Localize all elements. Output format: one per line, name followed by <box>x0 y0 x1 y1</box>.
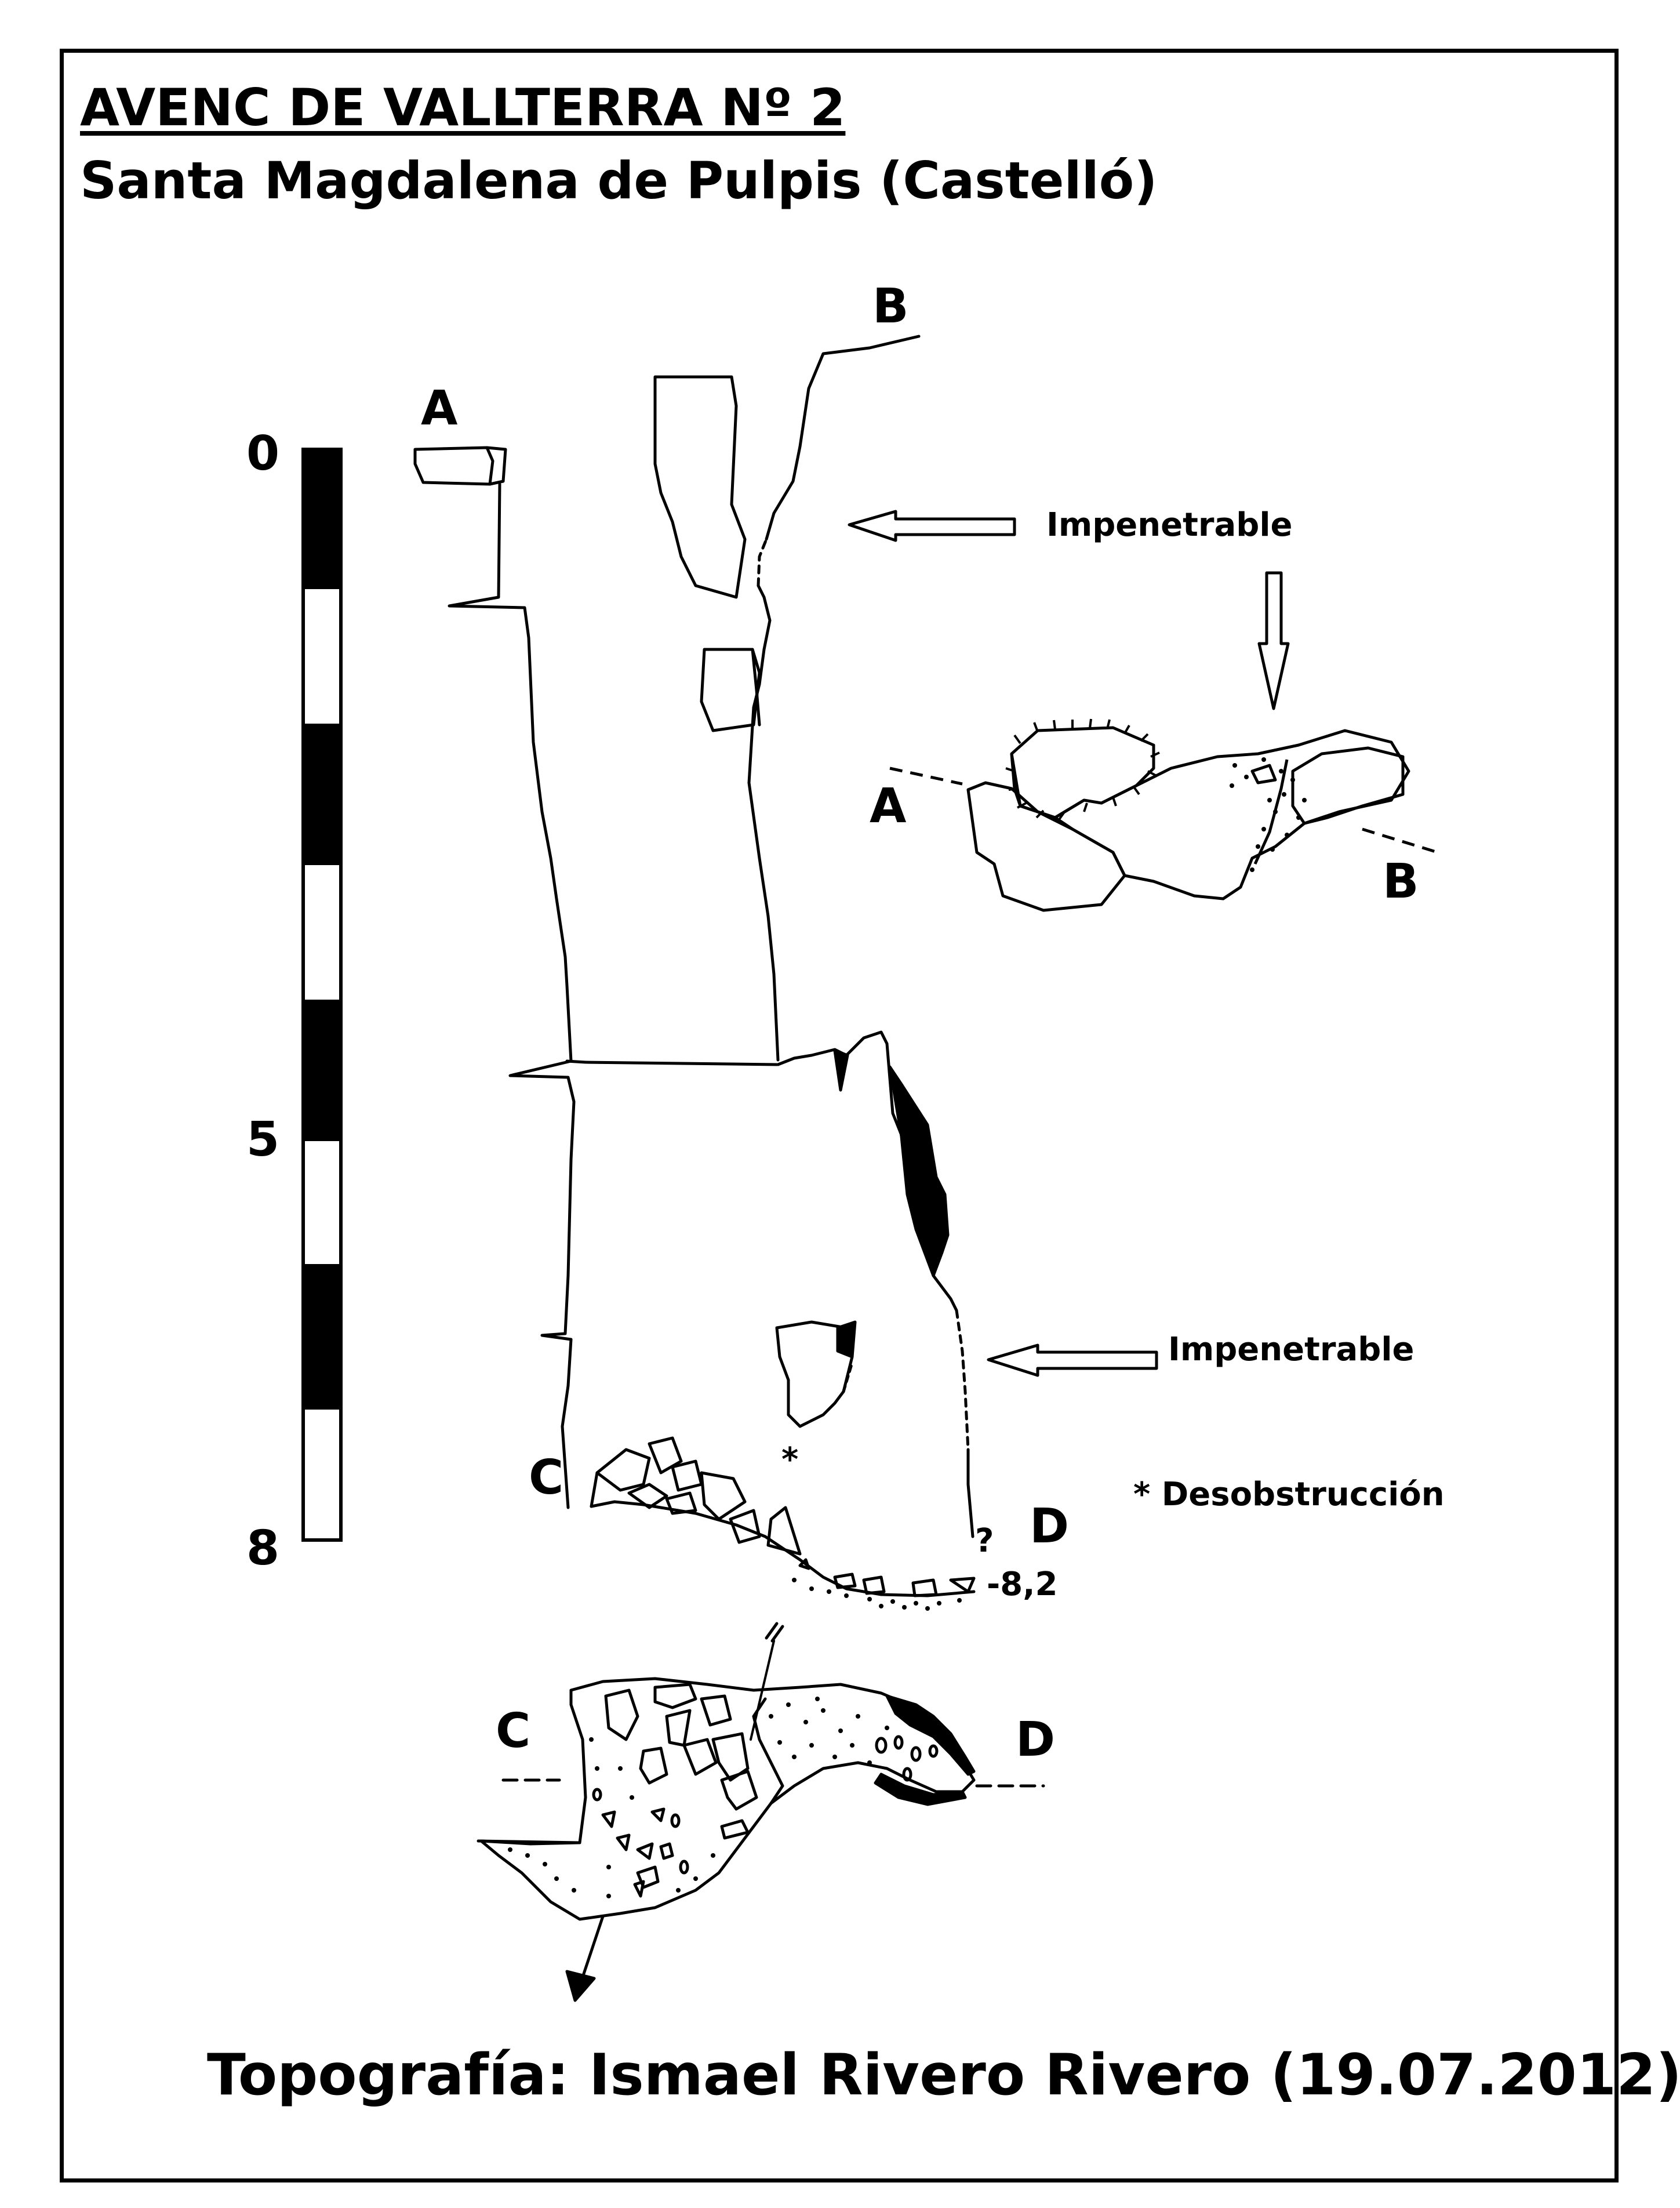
scale-label-8: 8 <box>246 1521 280 1576</box>
section-point-a: A <box>870 779 907 834</box>
impenetrable-arrow-down <box>1257 571 1290 710</box>
scale-segment-5 <box>301 1000 343 1141</box>
scale-segment-7 <box>301 1264 343 1410</box>
plan-point-c: C <box>496 1704 531 1759</box>
scale-segment-8 <box>301 1406 343 1542</box>
profile-floor-sediment <box>792 1578 962 1611</box>
scale-segment-2 <box>301 586 343 727</box>
scale-segment-1 <box>301 448 343 589</box>
cave-profile <box>413 335 976 1597</box>
scale-label-0: 0 <box>246 426 280 481</box>
impenetrable-label-top: Impenetrable <box>1046 506 1293 544</box>
scale-label-5: 5 <box>246 1112 280 1167</box>
profile-point-a: A <box>421 381 458 436</box>
profile-point-c: C <box>529 1450 564 1505</box>
plan-point-d: D <box>1016 1712 1056 1767</box>
scale-segment-3 <box>301 724 343 865</box>
impenetrable-label-bottom: Impenetrable <box>1168 1331 1414 1368</box>
plan-view-cd <box>477 1622 1045 2002</box>
desobstruction-asterisk: * <box>781 1441 799 1479</box>
section-point-b: B <box>1383 854 1419 909</box>
scale-segment-4 <box>301 862 343 1003</box>
topography-credit: Topografía: Ismael Rivero Rivero (19.07.… <box>207 2042 1680 2108</box>
profile-point-d: D <box>1030 1499 1070 1554</box>
scale-bar <box>301 448 343 1542</box>
desobstruction-legend: * Desobstrucción <box>1133 1476 1445 1513</box>
profile-question-mark: ? <box>975 1522 994 1560</box>
scale-segment-6 <box>301 1138 343 1268</box>
impenetrable-arrow-top <box>848 510 1016 542</box>
impenetrable-arrow-bottom <box>987 1343 1158 1377</box>
page-title: AVENC DE VALLTERRA Nº 2 <box>80 78 846 137</box>
profile-depth-label: -8,2 <box>987 1566 1058 1603</box>
cross-section-ab <box>889 718 1438 912</box>
page-subtitle: Santa Magdalena de Pulpis (Castelló) <box>80 151 1158 210</box>
drawing-frame <box>60 49 1619 2182</box>
profile-point-b: B <box>872 279 909 334</box>
